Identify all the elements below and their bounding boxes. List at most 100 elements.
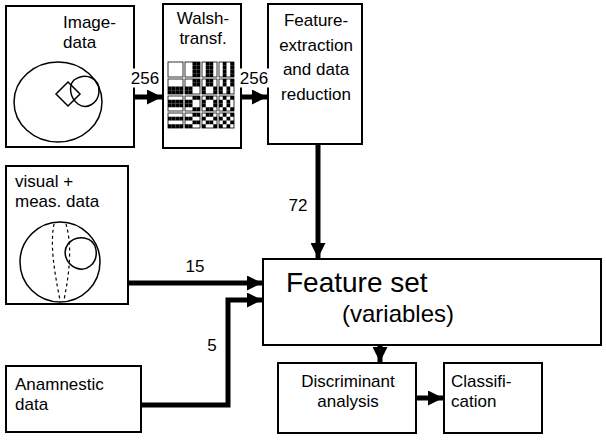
walsh-cell bbox=[219, 113, 234, 128]
walsh-block bbox=[193, 66, 197, 70]
walsh-block bbox=[219, 104, 223, 108]
box-label: visual + meas. data bbox=[15, 172, 107, 213]
walsh-block bbox=[202, 100, 206, 104]
count-label: 15 bbox=[184, 257, 207, 276]
lesion-contour bbox=[71, 76, 100, 106]
walsh-block bbox=[219, 117, 223, 121]
walsh-block bbox=[168, 87, 172, 91]
walsh-cell bbox=[219, 96, 234, 111]
walsh-block bbox=[168, 90, 172, 94]
box-label: Classifi- cation bbox=[451, 372, 533, 413]
output-box: Classifi- cation bbox=[443, 362, 543, 434]
walsh-block bbox=[227, 100, 231, 104]
walsh-block bbox=[223, 62, 227, 66]
walsh-block bbox=[227, 90, 231, 94]
walsh-block bbox=[230, 79, 234, 83]
walsh-block bbox=[176, 117, 180, 121]
walsh-block bbox=[202, 87, 206, 91]
walsh-block bbox=[185, 124, 189, 128]
walsh-block bbox=[168, 117, 172, 121]
walsh-block bbox=[206, 107, 210, 111]
walsh-block bbox=[213, 117, 217, 121]
flow-arrow bbox=[316, 145, 321, 258]
walsh-block bbox=[210, 79, 214, 83]
walsh-block bbox=[179, 100, 183, 104]
walsh-block bbox=[227, 117, 231, 121]
walsh-block bbox=[213, 124, 217, 128]
walsh-block bbox=[176, 100, 180, 104]
walsh-block bbox=[196, 121, 200, 125]
walsh-block bbox=[206, 121, 210, 125]
walsh-block bbox=[196, 62, 200, 66]
walsh-block bbox=[227, 104, 231, 108]
walsh-cell bbox=[219, 62, 234, 77]
walsh-block bbox=[196, 66, 200, 70]
box-label: Feature- extraction and data reduction bbox=[272, 9, 360, 108]
walsh-block bbox=[179, 90, 183, 94]
data-source-box: visual + meas. data bbox=[5, 165, 129, 305]
walsh-block bbox=[223, 96, 227, 100]
walsh-cell bbox=[168, 79, 183, 94]
walsh-block bbox=[219, 90, 223, 94]
lesion-contour bbox=[65, 238, 96, 269]
walsh-block bbox=[196, 73, 200, 77]
walsh-block bbox=[223, 83, 227, 87]
walsh-block bbox=[223, 107, 227, 111]
walsh-block bbox=[202, 124, 206, 128]
walsh-block bbox=[230, 96, 234, 100]
walsh-block bbox=[210, 66, 214, 70]
walsh-block bbox=[172, 90, 176, 94]
walsh-block bbox=[206, 70, 210, 74]
box-label: Discriminant analysis bbox=[285, 372, 411, 413]
walsh-block bbox=[213, 90, 217, 94]
box-label: Anamnestic data bbox=[15, 375, 120, 416]
flow-arrow bbox=[378, 346, 383, 362]
walsh-block bbox=[185, 100, 189, 104]
walsh-block bbox=[193, 70, 197, 74]
walsh-block bbox=[168, 124, 172, 128]
walsh-block bbox=[210, 62, 214, 66]
walsh-block bbox=[172, 104, 176, 108]
walsh-block bbox=[179, 124, 183, 128]
walsh-block bbox=[176, 90, 180, 94]
feature-set-box: Feature set(variables) bbox=[262, 258, 602, 346]
walsh-block bbox=[196, 96, 200, 100]
skull-outline bbox=[14, 62, 102, 142]
walsh-block bbox=[185, 104, 189, 108]
box-sublabel: (variables) bbox=[342, 300, 590, 329]
midline-dashed bbox=[52, 224, 60, 300]
walsh-block bbox=[193, 83, 197, 87]
walsh-block bbox=[193, 79, 197, 83]
walsh-cell bbox=[168, 96, 183, 111]
walsh-pattern bbox=[168, 62, 234, 128]
walsh-block bbox=[223, 70, 227, 74]
walsh-block bbox=[206, 79, 210, 83]
walsh-block bbox=[210, 121, 214, 125]
process-box: Walsh- transf. bbox=[162, 3, 242, 149]
walsh-block bbox=[206, 73, 210, 77]
walsh-block bbox=[172, 100, 176, 104]
process-box: Discriminant analysis bbox=[277, 362, 417, 434]
walsh-block bbox=[172, 124, 176, 128]
walsh-block bbox=[206, 83, 210, 87]
walsh-block bbox=[223, 66, 227, 70]
walsh-block bbox=[213, 87, 217, 91]
count-label: 256 bbox=[238, 69, 270, 88]
walsh-block bbox=[189, 87, 193, 91]
walsh-cell bbox=[202, 96, 217, 111]
flow-arrow bbox=[129, 281, 262, 286]
walsh-cell bbox=[185, 113, 200, 128]
walsh-block bbox=[193, 107, 197, 111]
walsh-block bbox=[230, 107, 234, 111]
walsh-block bbox=[196, 113, 200, 117]
walsh-block bbox=[223, 113, 227, 117]
walsh-block bbox=[193, 121, 197, 125]
walsh-block bbox=[210, 96, 214, 100]
walsh-block bbox=[189, 117, 193, 121]
walsh-block bbox=[196, 70, 200, 74]
flow-arrow bbox=[242, 95, 267, 100]
walsh-block bbox=[196, 79, 200, 83]
walsh-block bbox=[206, 62, 210, 66]
walsh-block bbox=[168, 100, 172, 104]
